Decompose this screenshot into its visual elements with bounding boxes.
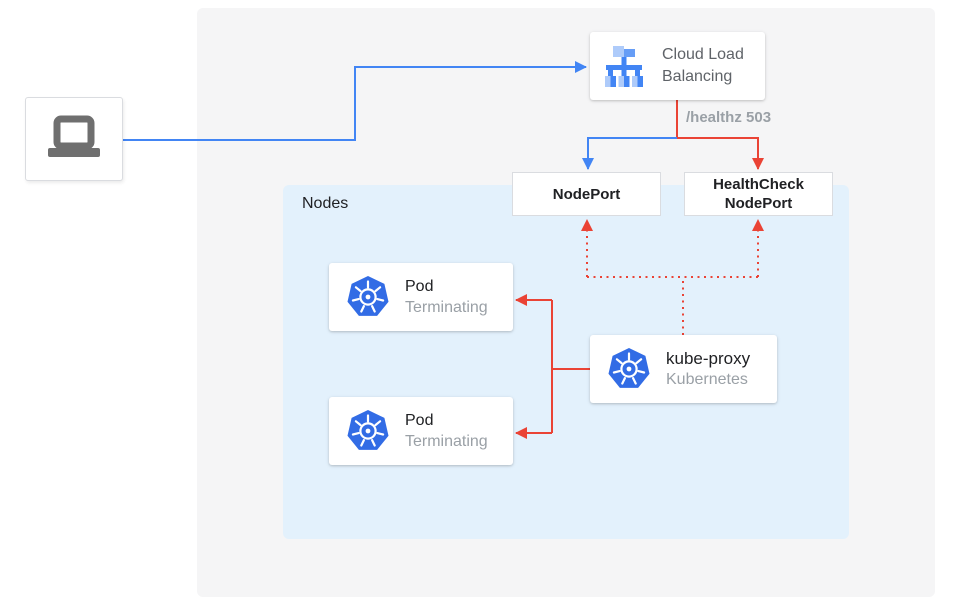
kube-proxy-title: kube-proxy — [666, 349, 751, 368]
pod-1-status: Terminating — [405, 299, 488, 316]
healthz-503-label: /healthz 503 — [686, 109, 772, 126]
pod-2-title: Pod — [405, 412, 434, 429]
cloud-load-balancing-icon — [605, 46, 643, 87]
kube-proxy-labels: kube-proxy Kubernetes — [666, 348, 750, 390]
healthcheck-nodeport-label-line1: HealthCheck — [713, 176, 804, 193]
pod-1-title: Pod — [405, 278, 434, 295]
pod-1-node: Pod Terminating — [329, 263, 513, 331]
healthcheck-nodeport-label-line2: NodePort — [724, 195, 793, 212]
cloud-load-balancing-node: Cloud Load Balancing — [590, 32, 765, 100]
healthcheck-nodeport-node: HealthCheck NodePort — [684, 172, 833, 216]
kubernetes-icon — [347, 276, 389, 316]
nodes-panel-label: Nodes — [302, 195, 349, 212]
nodeport-label: NodePort — [552, 185, 621, 203]
nodeport-node: NodePort — [512, 172, 661, 216]
pod-2-node: Pod Terminating — [329, 397, 513, 465]
client-node — [25, 97, 123, 181]
laptop-icon — [48, 115, 100, 157]
kubernetes-icon — [347, 410, 389, 450]
kube-proxy-node: kube-proxy Kubernetes — [590, 335, 777, 403]
kubernetes-icon — [608, 348, 650, 388]
cloud-load-balancing-label: Cloud Load Balancing — [662, 46, 744, 85]
kube-proxy-subtitle: Kubernetes — [666, 371, 748, 388]
pod-2-labels: Pod Terminating — [405, 410, 488, 452]
pod-1-labels: Pod Terminating — [405, 276, 488, 318]
pod-2-status: Terminating — [405, 433, 488, 450]
